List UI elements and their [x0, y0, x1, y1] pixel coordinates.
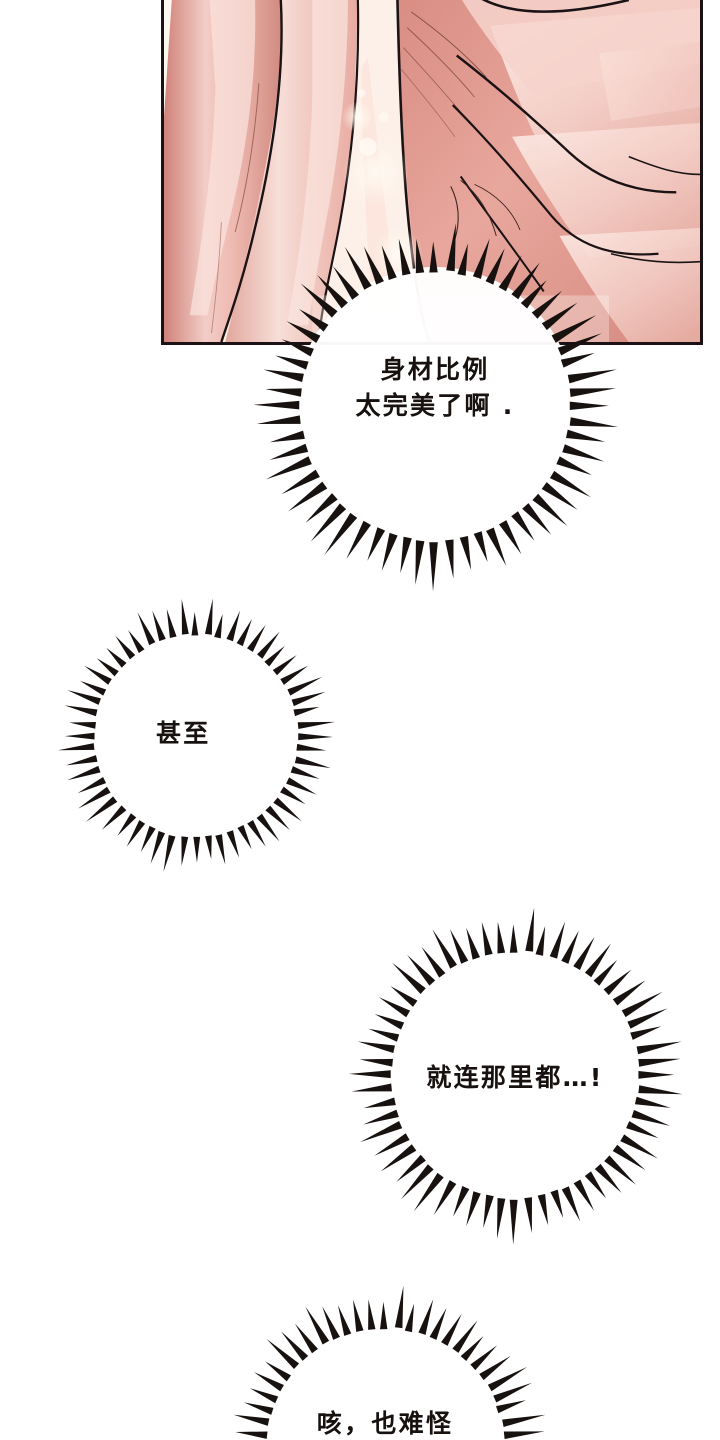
bubble-spikes-3 — [348, 907, 683, 1245]
speech-bubble-shout-1: 身材比例 太完美了啊 . — [253, 223, 618, 592]
bubble-4-text: 咳，也难怪 — [316, 1409, 454, 1438]
bubble-2-text: 甚至 — [156, 719, 211, 748]
speech-bubble-shout-4: 咳，也难怪 — [228, 1285, 546, 1440]
bubble-spikes-2 — [58, 598, 335, 872]
bubble-3-text: 就连那里都…! — [426, 1063, 604, 1092]
artwork-panel — [161, 0, 703, 345]
panel-illustration — [164, 0, 700, 342]
bubble-spikes-1 — [253, 223, 618, 592]
bubble-spikes-4 — [233, 1285, 546, 1440]
bubble-1-text: 身材比例 太完美了啊 . — [355, 355, 515, 420]
speech-bubble-shout-2: 甚至 — [58, 598, 335, 872]
speech-bubble-shout-3: 就连那里都…! — [348, 907, 683, 1245]
